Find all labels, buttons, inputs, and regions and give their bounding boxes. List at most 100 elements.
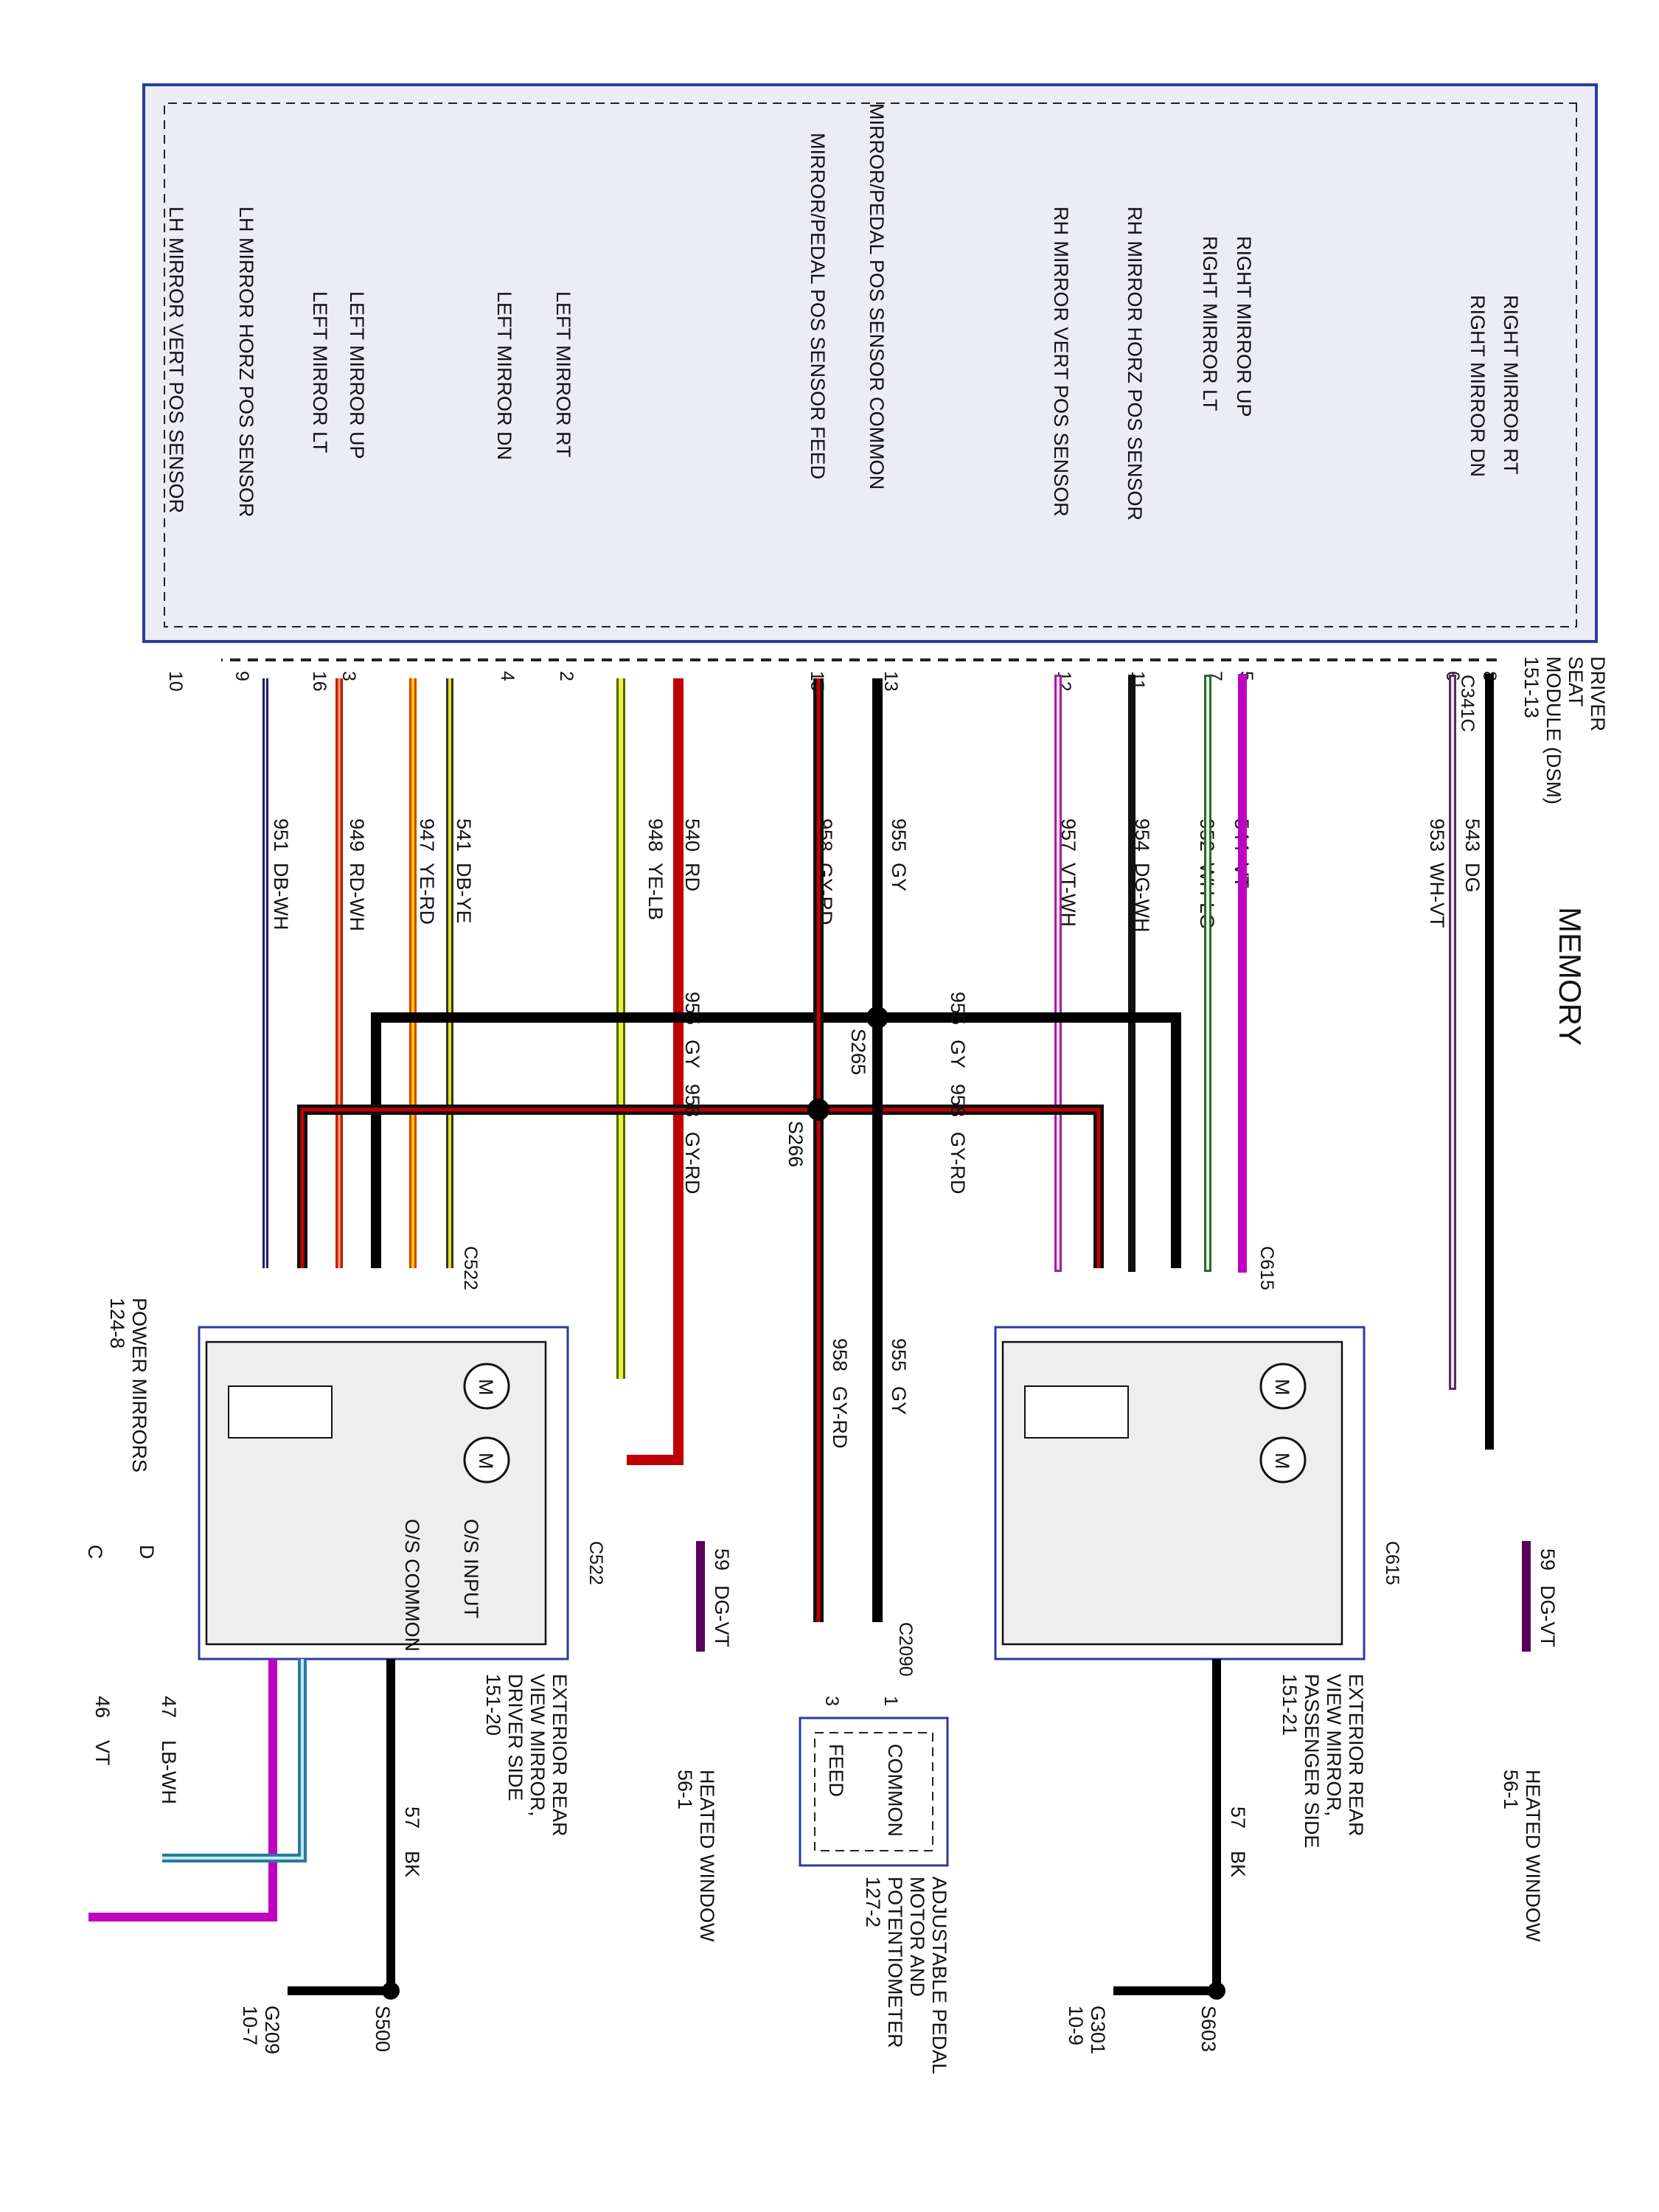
svg-text:DG-VT: DG-VT [1537,1585,1559,1647]
svg-text:S500: S500 [372,2006,394,2052]
svg-text:S603: S603 [1197,2006,1220,2052]
svg-text:RIGHT MIRROR RT: RIGHT MIRROR RT [1500,295,1522,475]
svg-text:HEATED WINDOW: HEATED WINDOW [1522,1770,1544,1942]
svg-text:GY: GY [888,1386,910,1415]
svg-text:LB-WH: LB-WH [158,1740,180,1804]
svg-text:MIRROR/PEDAL POS SENSOR COMMON: MIRROR/PEDAL POS SENSOR COMMON [866,103,888,490]
svg-text:LH MIRROR HORZ POS SENSOR: LH MIRROR HORZ POS SENSOR [235,206,257,518]
svg-text:16: 16 [309,671,330,692]
svg-text:DRIVER: DRIVER [1587,656,1609,731]
svg-text:MOTOR AND: MOTOR AND [906,1877,928,1997]
svg-text:151-20: 151-20 [482,1674,504,1736]
svg-text:RIGHT MIRROR UP: RIGHT MIRROR UP [1233,236,1255,417]
svg-text:3: 3 [338,671,359,681]
svg-text:O/S COMMON: O/S COMMON [401,1519,423,1652]
svg-text:DG: DG [1461,863,1484,893]
svg-text:56-1: 56-1 [1500,1770,1522,1809]
svg-text:955: 955 [888,1338,910,1371]
svg-text:M: M [1271,1453,1293,1470]
svg-text:FEED: FEED [825,1744,847,1797]
svg-text:WH-VT: WH-VT [1426,863,1448,928]
svg-text:SEAT: SEAT [1565,656,1587,707]
driver-mirror-label: EXTERIOR REAR VIEW MIRROR, DRIVER SIDE 1… [482,1674,571,1837]
svg-text:955: 955 [888,818,910,852]
ground-passenger: 57 BK S603 G301 10-9 [1065,1659,1249,2054]
svg-text:DRIVER SIDE: DRIVER SIDE [504,1674,526,1801]
svg-text:GY-RD: GY-RD [681,1132,703,1194]
svg-text:D: D [136,1545,158,1559]
svg-text:DG-VT: DG-VT [711,1585,733,1647]
c522-top-label: C522 [460,1246,481,1290]
svg-text:MIRROR/PEDAL POS SENSOR FEED: MIRROR/PEDAL POS SENSOR FEED [807,133,829,479]
svg-text:GY: GY [947,1040,969,1068]
svg-text:59: 59 [1537,1548,1559,1571]
svg-text:DB-WH: DB-WH [270,863,292,930]
svg-text:RIGHT MIRROR LT: RIGHT MIRROR LT [1199,236,1221,411]
svg-text:YE-RD: YE-RD [416,863,438,925]
svg-text:GY: GY [681,1040,703,1068]
svg-text:C: C [84,1545,106,1559]
s266-label: S266 [785,1121,807,1167]
module-inner-dash [164,102,1577,627]
svg-text:YE-LB: YE-LB [644,863,667,920]
svg-text:2: 2 [556,671,577,681]
svg-text:949: 949 [346,818,368,852]
ground-driver: 57 BK S500 G209 10-7 [239,1659,423,2054]
svg-text:13: 13 [880,671,901,692]
svg-text:59: 59 [711,1548,733,1571]
svg-text:47: 47 [158,1696,180,1718]
driver-mirror: M M O/S INPUT O/S COMMON [198,1326,569,1660]
svg-text:10-7: 10-7 [239,2006,261,2045]
svg-text:540: 540 [681,818,703,852]
svg-text:GY-RD: GY-RD [947,1132,969,1194]
svg-text:POWER MIRRORS: POWER MIRRORS [128,1298,150,1472]
svg-text:LEFT MIRROR UP: LEFT MIRROR UP [346,291,368,459]
motor-m-icon [1259,1363,1307,1410]
driver-wires [262,678,684,1465]
svg-text:57: 57 [1227,1806,1249,1829]
svg-text:951: 951 [270,818,292,852]
common-bus [297,678,1181,1622]
svg-text:10-9: 10-9 [1065,2006,1087,2045]
svg-text:151-21: 151-21 [1279,1674,1301,1736]
driver-seat-module [142,83,1598,643]
svg-text:RH MIRROR VERT POS SENSOR: RH MIRROR VERT POS SENSOR [1050,206,1072,517]
svg-text:9: 9 [232,671,252,681]
s265-label: S265 [847,1029,869,1075]
svg-text:955: 955 [681,992,703,1025]
svg-text:G301: G301 [1087,2006,1109,2054]
svg-text:LH MIRROR VERT POS SENSOR: LH MIRROR VERT POS SENSOR [165,206,187,513]
svg-text:LEFT MIRROR DN: LEFT MIRROR DN [493,291,515,460]
svg-text:ADJUSTABLE PEDAL: ADJUSTABLE PEDAL [928,1877,950,2074]
svg-text:541: 541 [453,818,475,852]
svg-text:MODULE (DSM): MODULE (DSM) [1543,656,1565,804]
svg-text:RIGHT MIRROR DN: RIGHT MIRROR DN [1467,295,1489,477]
svg-text:958: 958 [829,1338,851,1371]
svg-text:543: 543 [1461,818,1484,852]
sensor-icon [228,1385,333,1439]
svg-text:C2090: C2090 [895,1622,916,1677]
c615-top-label: C615 [1256,1246,1277,1290]
svg-text:151-13: 151-13 [1520,656,1543,718]
c615-bottom-label: C615 [1382,1541,1402,1585]
power-mirrors: 46 VT 47 LB-WH D C POWER MIRRORS 124-8 [84,1298,307,1921]
svg-text:M: M [1271,1379,1293,1396]
svg-text:57: 57 [401,1806,423,1829]
module-connector-label: C341C [1457,675,1478,732]
svg-text:955: 955 [947,992,969,1025]
svg-text:EXTERIOR REAR: EXTERIOR REAR [1345,1674,1367,1837]
svg-text:DB-YE: DB-YE [453,863,475,924]
heated-window-driver: 59 DG-VT HEATED WINDOW 56-1 [674,1541,733,1942]
svg-text:953: 953 [1426,818,1448,852]
passenger-wires [1054,674,1494,1450]
module-label: DRIVER SEAT MODULE (DSM) 151-13 [1520,656,1609,804]
svg-text:M: M [475,1453,497,1470]
rotated-diagram: MEMORY DRIVER SEAT MODULE (DSM) 151-13 C… [84,83,1609,2074]
svg-text:G209: G209 [261,2006,283,2054]
svg-text:O/S INPUT: O/S INPUT [460,1519,482,1618]
svg-text:GY-RD: GY-RD [829,1386,851,1449]
svg-text:3: 3 [821,1696,842,1706]
svg-text:LEFT MIRROR LT: LEFT MIRROR LT [309,291,331,453]
svg-text:46: 46 [91,1696,114,1718]
